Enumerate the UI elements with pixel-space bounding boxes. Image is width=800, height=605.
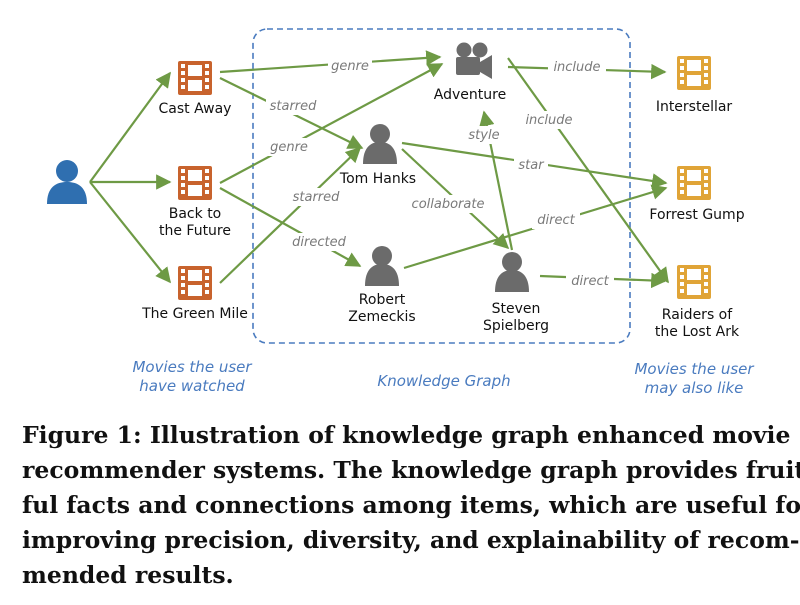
edge-backtothefuture-zemeckis: [219, 187, 362, 267]
edge-label-starred-1: starred: [270, 99, 318, 114]
film-icon: [178, 166, 212, 200]
person-icon: [365, 246, 399, 286]
edge-label-collaborate: collaborate: [412, 197, 485, 212]
film-icon: [677, 56, 711, 90]
node-label-interstellar: Interstellar: [656, 99, 733, 115]
knowledge-graph-box: [252, 28, 631, 344]
node-label-forrest-gump: Forrest Gump: [649, 207, 744, 223]
edge-greenmile-tomhanks: [219, 146, 362, 284]
edge-label-genre-1: genre: [331, 59, 369, 74]
node-label-cast-away: Cast Away: [159, 101, 232, 117]
edge-label-style: style: [468, 128, 499, 143]
section-label-knowledge-graph: Knowledge Graph: [377, 372, 510, 390]
caption-line: Figure 1: Illustration of knowledge grap…: [22, 421, 791, 449]
movie-camera-icon: [456, 42, 492, 79]
edge-label-starred-2: starred: [293, 190, 341, 205]
caption-line: mended results.: [22, 561, 234, 589]
film-icon: [178, 61, 212, 95]
edge-user-castaway: [89, 71, 171, 183]
edge-user-greenmile: [89, 181, 171, 284]
person-icon: [495, 252, 529, 292]
edge-label-include-2: include: [525, 113, 572, 128]
edge-label-include-1: include: [553, 60, 600, 75]
film-icon: [677, 166, 711, 200]
edge-adventure-raiders: [507, 57, 669, 284]
knowledge-graph-diagram: genre starred genre starred directed inc…: [47, 28, 754, 397]
user-icon: [47, 160, 87, 204]
caption-line: ful facts and connections among items, w…: [22, 491, 800, 519]
node-label-tom-hanks: Tom Hanks: [339, 171, 416, 187]
node-label-the-green-mile: The Green Mile: [141, 306, 248, 322]
edge-label-direct-1: direct: [537, 213, 575, 228]
caption-line: recommender systems. The knowledge graph…: [22, 456, 800, 484]
person-icon: [363, 124, 397, 164]
edge-backtothefuture-adventure: [219, 63, 444, 184]
edge-label-directed: directed: [292, 235, 346, 250]
caption-line: improving precision, diversity, and expl…: [22, 526, 800, 554]
edge-label-genre-2: genre: [270, 140, 308, 155]
edge-label-star: star: [518, 158, 545, 173]
film-icon: [178, 266, 212, 300]
edge-label-direct-2: direct: [571, 274, 609, 289]
node-label-adventure: Adventure: [434, 87, 506, 103]
figure-caption: Figure 1: Illustration of knowledge grap…: [22, 418, 800, 593]
film-icon: [677, 265, 711, 299]
